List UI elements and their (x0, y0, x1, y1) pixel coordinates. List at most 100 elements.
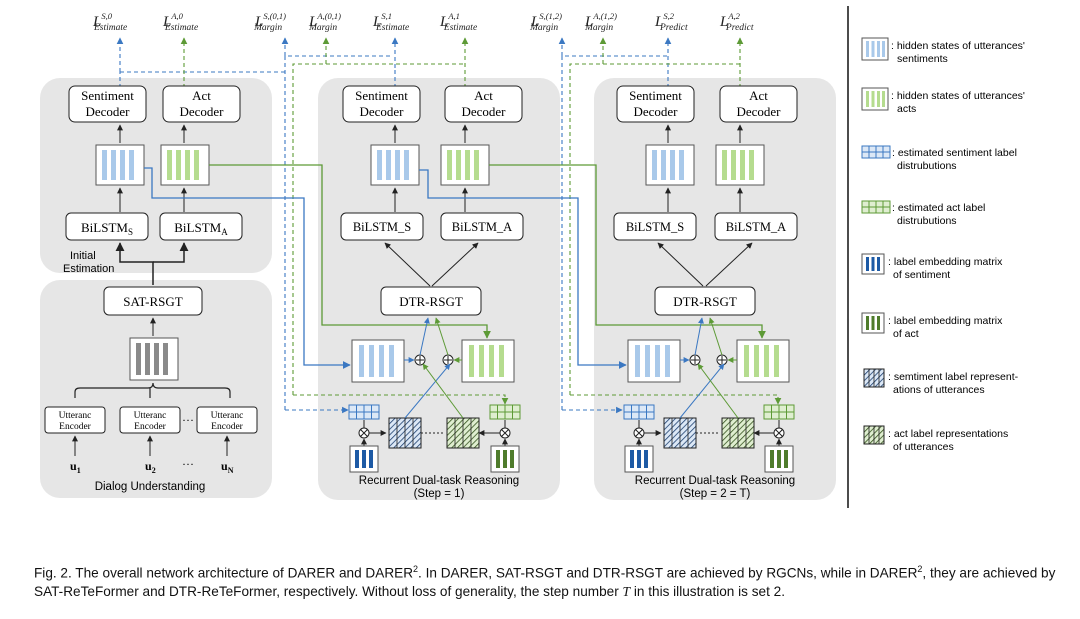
bilstm-a-box (714, 212, 798, 241)
initial-estimation-module: Sentiment Decoder Act Decoder BiLSTMS Bi… (63, 85, 243, 285)
dialog-understanding-panel (40, 280, 272, 498)
sentiment-decoder-label: Decoder (359, 104, 404, 119)
utterance-encoder-2 (119, 406, 181, 434)
dialog-understanding-label: Dialog Understanding (95, 481, 206, 493)
sentiment-decoder-label: Decoder (633, 104, 678, 119)
bilstm-s-label: BiLSTM_S (626, 220, 684, 234)
utterance-u2: u2 (145, 459, 156, 475)
arrow (657, 242, 704, 287)
initial-estimation-label: Estimation (63, 263, 114, 275)
route-s01 (285, 38, 390, 410)
sentiment-decoder-box (342, 85, 421, 123)
blue-pattern-icon (863, 368, 885, 388)
initial-sentiment-flow (144, 167, 351, 369)
sentiment-state-block (627, 339, 681, 383)
dtr-rsgt-label: DTR-RSGT (673, 294, 737, 309)
arrow (419, 317, 430, 356)
light-blue-bars-icon (861, 37, 889, 61)
act-decoder-box (719, 85, 798, 123)
reasoning-title: Recurrent Dual-task Reasoning (359, 475, 519, 487)
initial-estimation-label: Initial (70, 250, 96, 262)
act-decoder-label: Decoder (736, 104, 781, 119)
act-decoder-label: Act (749, 88, 768, 103)
act-label-embedding (764, 445, 794, 473)
arrow (434, 317, 449, 356)
dtr-rsgt-label: DTR-RSGT (399, 294, 463, 309)
encoder-label: Utteranc (59, 411, 92, 421)
reasoning-step: (Step = 2 = T) (680, 488, 751, 500)
act-label-representations (446, 417, 480, 449)
route-a01 (292, 38, 465, 395)
bilstm-s-box (340, 212, 424, 241)
caption-text: in this illustration is set 2. (630, 583, 785, 599)
sentiment-label-embedding (624, 445, 654, 473)
encoder-label: Utteranc (211, 411, 244, 421)
reasoning-title: Recurrent Dual-task Reasoning (635, 475, 795, 487)
route-a-est2 (570, 394, 782, 405)
legend-text: : label embedding matrix (888, 256, 1003, 268)
caption-superscript: 2 (413, 564, 419, 574)
loss-label: LS,(0,1)Margin (253, 11, 286, 33)
arrow (694, 317, 704, 356)
arrow (153, 242, 189, 263)
act-hidden-states (160, 144, 210, 186)
sat-rsgt-box (103, 286, 203, 316)
bilstm-a-label: BiLSTM_A (726, 220, 786, 234)
sentiment-decoder-label: Decoder (85, 104, 130, 119)
dialog-understanding-module: SAT-RSGT Utteranc Encoder Utteranc Encod… (44, 283, 258, 493)
legend-text: of act (893, 328, 919, 340)
arrow (404, 363, 451, 419)
act-decoder-label: Decoder (179, 104, 224, 119)
legend-text: : estimated sentiment label (892, 147, 1017, 159)
arrow (708, 317, 723, 356)
loss-label: LS,(1,2)Margin (529, 11, 562, 33)
route-s12 (562, 38, 668, 410)
sentiment-label-representations (388, 417, 422, 449)
route-a-est1 (293, 394, 509, 405)
bilstm-s-box (65, 212, 149, 241)
route-a12 (569, 38, 740, 395)
sentiment-decoder-box (68, 85, 147, 123)
loss-label: LA,(0,1)Margin (308, 11, 341, 33)
sat-rsgt-label: SAT-RSGT (123, 294, 183, 309)
sentiment-hidden-states (95, 144, 145, 186)
arrow (115, 242, 154, 285)
caption-text: Fig. 2. The overall network architecture… (34, 565, 414, 581)
bilstm-s-label: BiLSTMS (81, 220, 133, 237)
act-hidden-states (440, 144, 490, 186)
legend-text: : semtiment label represent- (888, 371, 1019, 383)
act-label-representations (721, 417, 755, 449)
sentiment-label-embedding (349, 445, 379, 473)
sentiment-hidden-states (645, 144, 695, 186)
legend-text: : hidden states of utterances' (891, 40, 1025, 52)
sentiment-decoder-label: Sentiment (81, 88, 134, 103)
bilstm-a-box (159, 212, 243, 241)
legend-text: acts (897, 103, 916, 115)
act-hidden-states (715, 144, 765, 186)
green-pattern-icon (863, 425, 885, 445)
act-decoder-box (444, 85, 523, 123)
utterance-encoder-n (196, 406, 258, 434)
bilstm-a-label: BiLSTM_A (452, 220, 512, 234)
sentiment-hidden-states (370, 144, 420, 186)
sentiment-label-representations (663, 417, 697, 449)
utterance-u1: u1 (70, 459, 81, 475)
act-decoder-label: Decoder (461, 104, 506, 119)
sentiment-decoder-box (616, 85, 695, 123)
reasoning-step1-module: Sentiment Decoder Act Decoder BiLSTM_S B… (340, 85, 524, 500)
encoder-label: Utteranc (134, 411, 167, 421)
dark-green-bars-icon (861, 312, 885, 334)
reasoning-step: (Step = 1) (414, 488, 465, 500)
legend-text: sentiments (897, 53, 948, 65)
dtr-rsgt-box (654, 286, 756, 316)
estimated-sentiment-distribution (623, 404, 655, 420)
arrow (422, 363, 464, 419)
caption-text: , they are achieved by SAT-ReTeFormer an… (34, 565, 1056, 599)
